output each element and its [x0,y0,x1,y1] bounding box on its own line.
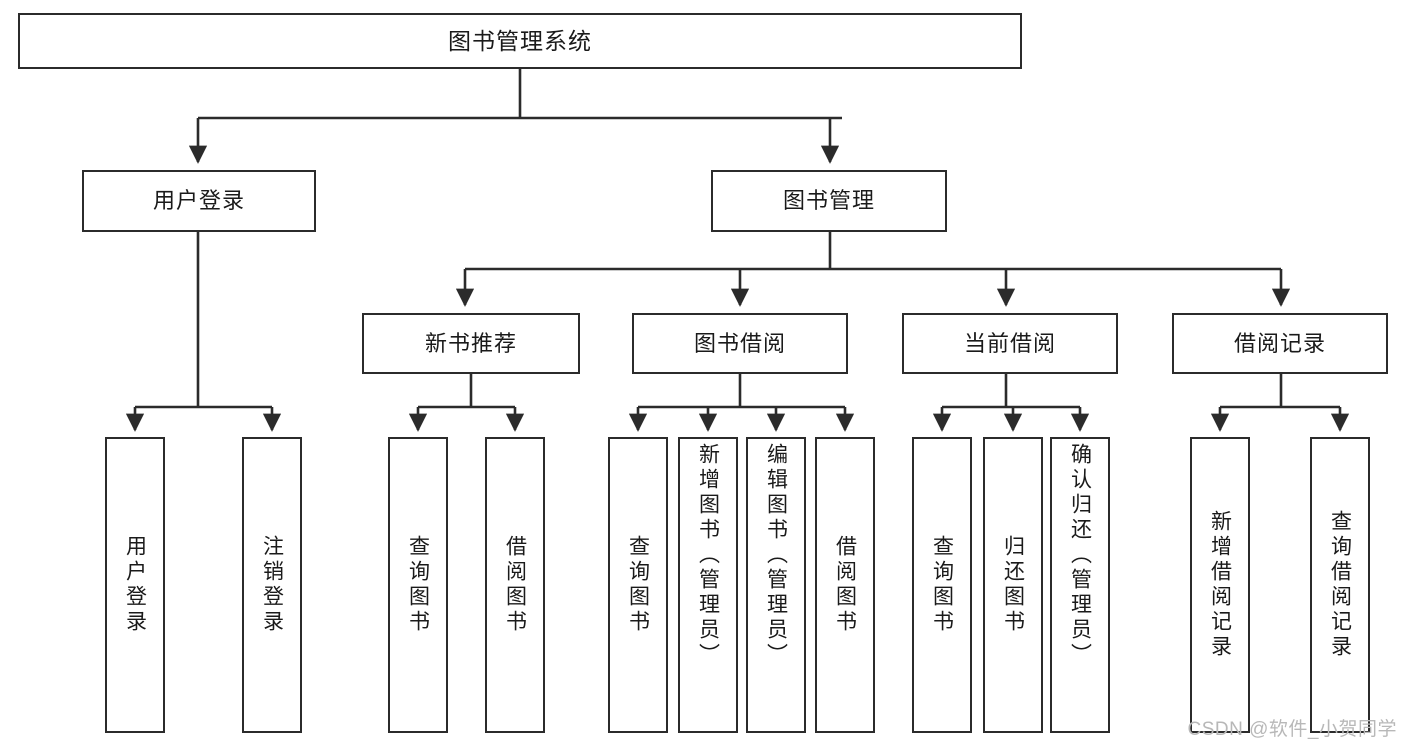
node-leaf-borrow-book-rec[interactable]: 借阅图书 [485,437,545,733]
connector-group-borrow-record [1210,374,1350,432]
node-leaf-logout[interactable]: 注销登录 [242,437,302,733]
node-label: 新增借阅记录 [1208,510,1232,660]
node-leaf-query-book-rec[interactable]: 查询图书 [388,437,448,733]
node-label: 图书管理系统 [448,27,592,54]
node-book-management[interactable]: 图书管理 [711,170,947,232]
node-label: 新增图书（管理员） [696,443,720,668]
node-label: 新书推荐 [424,330,517,356]
connector-group-book-borrow [628,374,855,432]
node-new-book-recommendation[interactable]: 新书推荐 [362,313,580,374]
node-label: 借阅图书 [503,535,527,635]
node-leaf-user-login[interactable]: 用户登录 [105,437,165,733]
node-leaf-return-book[interactable]: 归还图书 [983,437,1043,733]
node-leaf-add-book-admin[interactable]: 新增图书（管理员） [678,437,738,733]
node-label: 归还图书 [1001,535,1025,635]
node-label: 用户登录 [152,188,245,214]
node-label: 注销登录 [260,535,284,635]
node-label: 借阅记录 [1233,330,1326,356]
node-label: 用户登录 [123,535,147,635]
connector-group-current-borrow [932,374,1090,432]
node-leaf-add-borrow-record[interactable]: 新增借阅记录 [1190,437,1250,733]
node-label: 查询借阅记录 [1328,510,1352,660]
node-label: 当前借阅 [963,330,1056,356]
node-label: 借阅图书 [833,535,857,635]
node-leaf-edit-book-admin[interactable]: 编辑图书（管理员） [746,437,806,733]
node-user-login[interactable]: 用户登录 [82,170,316,232]
node-root-book-management-system[interactable]: 图书管理系统 [18,13,1022,69]
node-label: 查询图书 [626,535,650,635]
connector-group-new-book-rec [408,374,525,432]
node-leaf-query-book-borrow[interactable]: 查询图书 [608,437,668,733]
node-leaf-query-borrow-record[interactable]: 查询借阅记录 [1310,437,1370,733]
node-leaf-confirm-return-admin[interactable]: 确认归还（管理员） [1050,437,1110,733]
connector-group-user-login [125,232,282,432]
connector-group-root [188,69,842,164]
node-label: 图书借阅 [693,330,786,356]
node-book-borrowing[interactable]: 图书借阅 [632,313,848,374]
connector-group-book-mgmt [455,232,1291,307]
node-leaf-borrow-book[interactable]: 借阅图书 [815,437,875,733]
node-label: 查询图书 [930,535,954,635]
node-label: 确认归还（管理员） [1068,443,1092,668]
node-leaf-query-book-current[interactable]: 查询图书 [912,437,972,733]
node-borrowing-record[interactable]: 借阅记录 [1172,313,1388,374]
node-label: 编辑图书（管理员） [764,443,788,668]
node-label: 查询图书 [406,535,430,635]
node-current-borrowing[interactable]: 当前借阅 [902,313,1118,374]
node-label: 图书管理 [782,188,875,214]
